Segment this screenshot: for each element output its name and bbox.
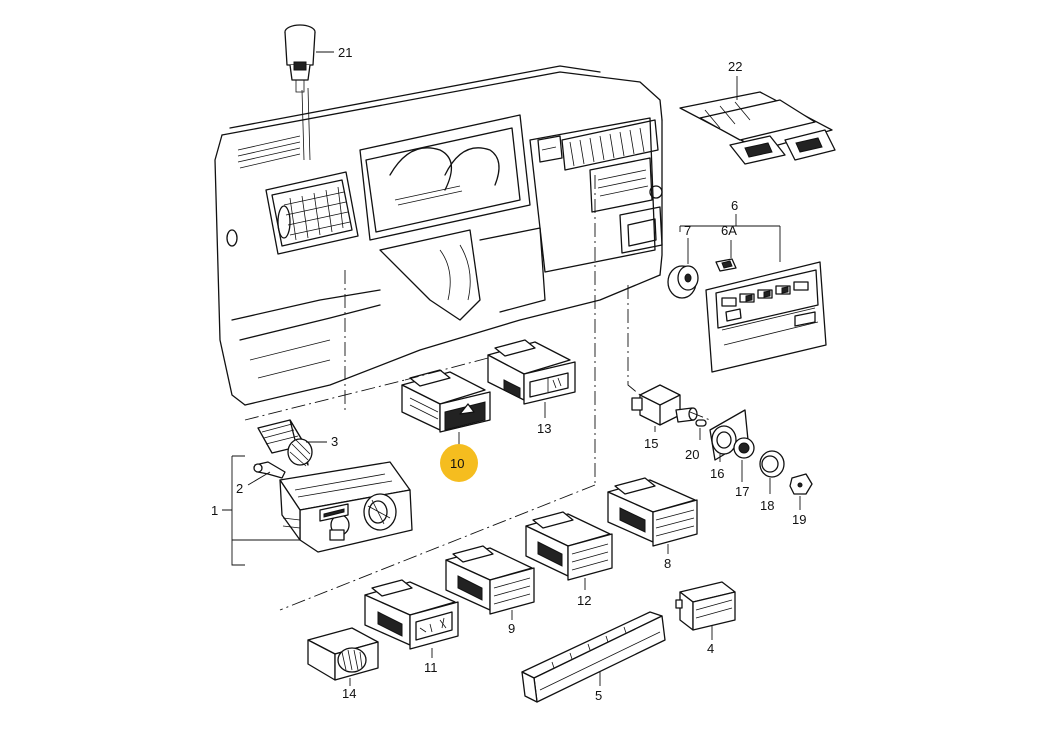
part-19-illustration <box>789 473 813 510</box>
part-14-illustration <box>307 627 379 686</box>
callout-22[interactable]: 22 <box>728 59 742 74</box>
part-18-illustration <box>759 450 785 494</box>
part-4-illustration <box>675 581 736 640</box>
callout-20[interactable]: 20 <box>685 447 699 462</box>
part-7-illustration <box>667 238 699 299</box>
callout-17[interactable]: 17 <box>735 484 749 499</box>
callout-19[interactable]: 19 <box>792 512 806 527</box>
dashboard-illustration <box>214 65 663 406</box>
callout-12[interactable]: 12 <box>577 593 591 608</box>
part-1-illustration <box>222 455 413 566</box>
part-5-illustration <box>521 611 666 703</box>
callout-16[interactable]: 16 <box>710 466 724 481</box>
part-17-illustration <box>733 437 755 482</box>
part-10-illustration <box>401 369 491 448</box>
callout-8[interactable]: 8 <box>664 556 671 571</box>
part-2-illustration <box>247 461 286 486</box>
highlight-circle[interactable] <box>440 444 478 482</box>
part-21-illustration <box>284 24 334 93</box>
callout-2[interactable]: 2 <box>236 481 243 496</box>
callout-6a[interactable]: 6A <box>721 223 737 238</box>
callout-6[interactable]: 6 <box>731 198 738 213</box>
callout-3[interactable]: 3 <box>331 434 338 449</box>
callout-18[interactable]: 18 <box>760 498 774 513</box>
part-3-illustration <box>257 419 327 467</box>
callout-10[interactable]: 10 <box>450 456 464 471</box>
callout-9[interactable]: 9 <box>508 621 515 636</box>
callout-5[interactable]: 5 <box>595 688 602 703</box>
callout-1[interactable]: 1 <box>211 503 218 518</box>
part-12-illustration <box>525 511 613 590</box>
part-6-illustration <box>679 214 827 373</box>
part-20-illustration <box>695 419 707 440</box>
callout-labels: 21 22 6 7 6A 3 2 1 10 13 15 20 16 17 18 … <box>211 45 806 703</box>
callout-11[interactable]: 11 <box>424 660 438 675</box>
part-22-illustration <box>679 76 836 165</box>
callout-4[interactable]: 4 <box>707 641 714 656</box>
callout-14[interactable]: 14 <box>342 686 356 701</box>
callout-15[interactable]: 15 <box>644 436 658 451</box>
part-8-illustration <box>607 477 698 554</box>
assembly-lines <box>244 175 711 611</box>
part-16-illustration <box>709 409 749 462</box>
part-9-illustration <box>445 545 535 620</box>
part-11-illustration <box>364 579 459 658</box>
callout-21[interactable]: 21 <box>338 45 352 60</box>
part-13-illustration <box>487 339 576 418</box>
callout-7[interactable]: 7 <box>684 223 691 238</box>
part-15-illustration <box>631 384 698 432</box>
callout-13[interactable]: 13 <box>537 421 551 436</box>
